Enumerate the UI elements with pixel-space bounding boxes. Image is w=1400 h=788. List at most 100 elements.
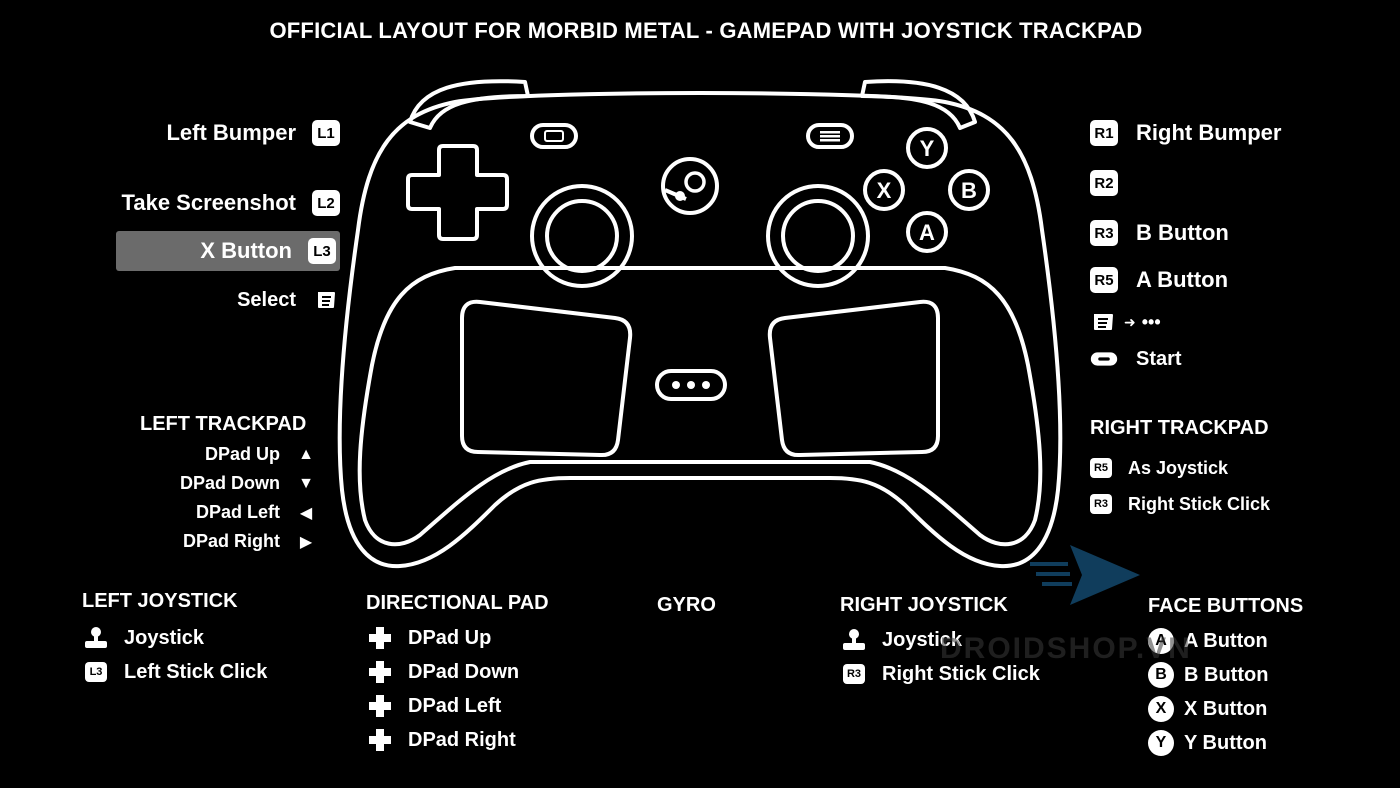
list-item[interactable]: L3 Left Stick Click — [82, 655, 267, 689]
right-trackpad-shape — [767, 299, 940, 458]
left-stick-inner — [545, 199, 619, 273]
list-item[interactable]: A A Button — [1148, 624, 1303, 658]
binding-l3-selected[interactable]: X Button L3 — [116, 231, 340, 271]
right-bindings: R1 Right Bumper R2 R3 B Button R5 A Butt… — [1090, 113, 1390, 378]
item-label: Right Stick Click — [882, 662, 1040, 685]
dpad-right-icon — [366, 726, 394, 754]
l3-badge: L3 — [85, 662, 107, 682]
r5-badge: R5 — [1090, 458, 1112, 478]
item-label: Joystick — [882, 628, 963, 651]
l1-badge: L1 — [312, 120, 340, 146]
watermark: DROIDSHOP.VN — [940, 540, 1240, 670]
steam-logo-icon — [661, 157, 719, 215]
item-label: DPad Down — [179, 473, 280, 493]
list-item[interactable]: R3 Right Stick Click — [1090, 486, 1350, 522]
joystick-icon — [82, 624, 110, 652]
binding-label: Right Bumper — [1136, 120, 1282, 145]
r1-badge: R1 — [1090, 120, 1118, 146]
binding-label: X Button — [200, 238, 292, 263]
y-button-label: Y — [920, 136, 935, 161]
item-label: Y Button — [1184, 731, 1267, 754]
x-button-shape — [863, 169, 905, 211]
grip-contour — [357, 266, 1043, 547]
page-title: OFFICIAL LAYOUT FOR MORBID METAL - GAMEP… — [269, 18, 1143, 43]
binding-label: A Button — [1136, 267, 1229, 292]
item-label: Left Stick Click — [124, 660, 268, 683]
menu-button-shape — [806, 123, 854, 149]
list-item[interactable]: R5 As Joystick — [1090, 450, 1350, 486]
right-trackpad-section: RIGHT TRACKPAD R5 As Joystick R3 Right S… — [1090, 417, 1350, 522]
right-stick-outer — [766, 184, 870, 288]
a-button-shape — [906, 211, 948, 253]
binding-r5[interactable]: R5 A Button — [1090, 260, 1390, 300]
r3-badge: R3 — [1090, 220, 1118, 246]
dpad-down-icon — [366, 658, 394, 686]
r3-badge: R3 — [843, 664, 865, 684]
left-joystick-section: LEFT JOYSTICK Joystick L3 Left Stick Cli… — [82, 590, 267, 689]
a-button-icon: A — [1148, 628, 1174, 654]
item-label: B Button — [1184, 663, 1269, 686]
item-label: X Button — [1184, 697, 1268, 720]
face-buttons-section: FACE BUTTONS A A Button B B Button X X B… — [1148, 595, 1303, 760]
b-button-label: B — [961, 178, 977, 203]
list-item[interactable]: Y Y Button — [1148, 726, 1303, 760]
list-item[interactable]: DPad Left — [366, 689, 549, 723]
left-trackpad-shape — [460, 299, 633, 458]
binding-r2[interactable]: R2 — [1090, 163, 1390, 203]
dpad-up-icon — [366, 624, 394, 652]
a-button-label: A — [919, 220, 935, 245]
item-label: As Joystick — [1128, 457, 1229, 478]
chevron-icon: ➜ — [1124, 313, 1136, 330]
binding-select[interactable]: Select — [110, 283, 340, 317]
controller-body — [337, 91, 1063, 569]
section-title: LEFT JOYSTICK — [82, 590, 238, 612]
list-item[interactable]: DPad Left ◀ — [140, 498, 316, 527]
item-label: Joystick — [124, 626, 205, 649]
l3-badge: L3 — [308, 238, 336, 264]
list-item[interactable]: R3 Right Stick Click — [840, 657, 1040, 691]
directional-pad-section: DIRECTIONAL PAD DPad Up DPad Down DPad L… — [366, 592, 549, 757]
section-title: RIGHT JOYSTICK — [840, 594, 1008, 616]
binding-label: Start — [1136, 347, 1182, 370]
binding-label: Left Bumper — [166, 120, 296, 145]
list-item[interactable]: DPad Up — [366, 621, 549, 655]
section-title: RIGHT TRACKPAD — [1090, 417, 1269, 439]
list-item[interactable]: DPad Down ▼ — [140, 469, 316, 498]
r5-badge: R5 — [1090, 267, 1118, 293]
menu-icon — [1090, 308, 1118, 336]
binding-start[interactable]: Start — [1090, 340, 1390, 378]
binding-r3[interactable]: R3 B Button — [1090, 213, 1390, 253]
left-bindings: Left Bumper L1 Take Screenshot L2 X Butt… — [110, 113, 340, 317]
binding-r1[interactable]: R1 Right Bumper — [1090, 113, 1390, 153]
list-item[interactable]: X X Button — [1148, 692, 1303, 726]
binding-label: Select — [237, 288, 296, 311]
left-trackpad-section: LEFT TRACKPAD DPad Up ▲ DPad Down ▼ DPad… — [140, 413, 316, 556]
x-button-label: X — [877, 178, 892, 203]
right-stick-inner — [781, 199, 855, 273]
list-item[interactable]: DPad Right ▶ — [140, 527, 316, 556]
list-item[interactable]: B B Button — [1148, 658, 1303, 692]
list-item[interactable]: Joystick — [82, 621, 267, 655]
play-logo-icon — [1030, 545, 1140, 605]
binding-l2[interactable]: Take Screenshot L2 — [110, 183, 340, 223]
right-bumper-shape — [860, 79, 977, 130]
x-button-icon: X — [1148, 696, 1174, 722]
y-button-shape — [906, 127, 948, 169]
binding-label: Take Screenshot — [121, 190, 296, 215]
list-item[interactable]: DPad Up ▲ — [140, 440, 316, 469]
binding-l1[interactable]: Left Bumper L1 — [110, 113, 340, 153]
item-label: DPad Right — [408, 728, 516, 751]
triangle-down-icon: ▼ — [298, 474, 314, 492]
b-button-shape — [948, 169, 990, 211]
list-item[interactable]: DPad Down — [366, 655, 549, 689]
dpad-left-icon — [366, 692, 394, 720]
item-label: DPad Down — [408, 660, 520, 683]
binding-menu[interactable]: ➜ ••• — [1090, 304, 1390, 340]
view-button-shape — [530, 123, 578, 149]
list-item[interactable]: DPad Right — [366, 723, 549, 757]
dots-button-shape — [655, 369, 727, 401]
item-label: DPad Up — [204, 444, 280, 464]
joystick-icon — [840, 626, 868, 654]
b-button-icon: B — [1148, 662, 1174, 688]
list-item[interactable]: Joystick — [840, 623, 1040, 657]
